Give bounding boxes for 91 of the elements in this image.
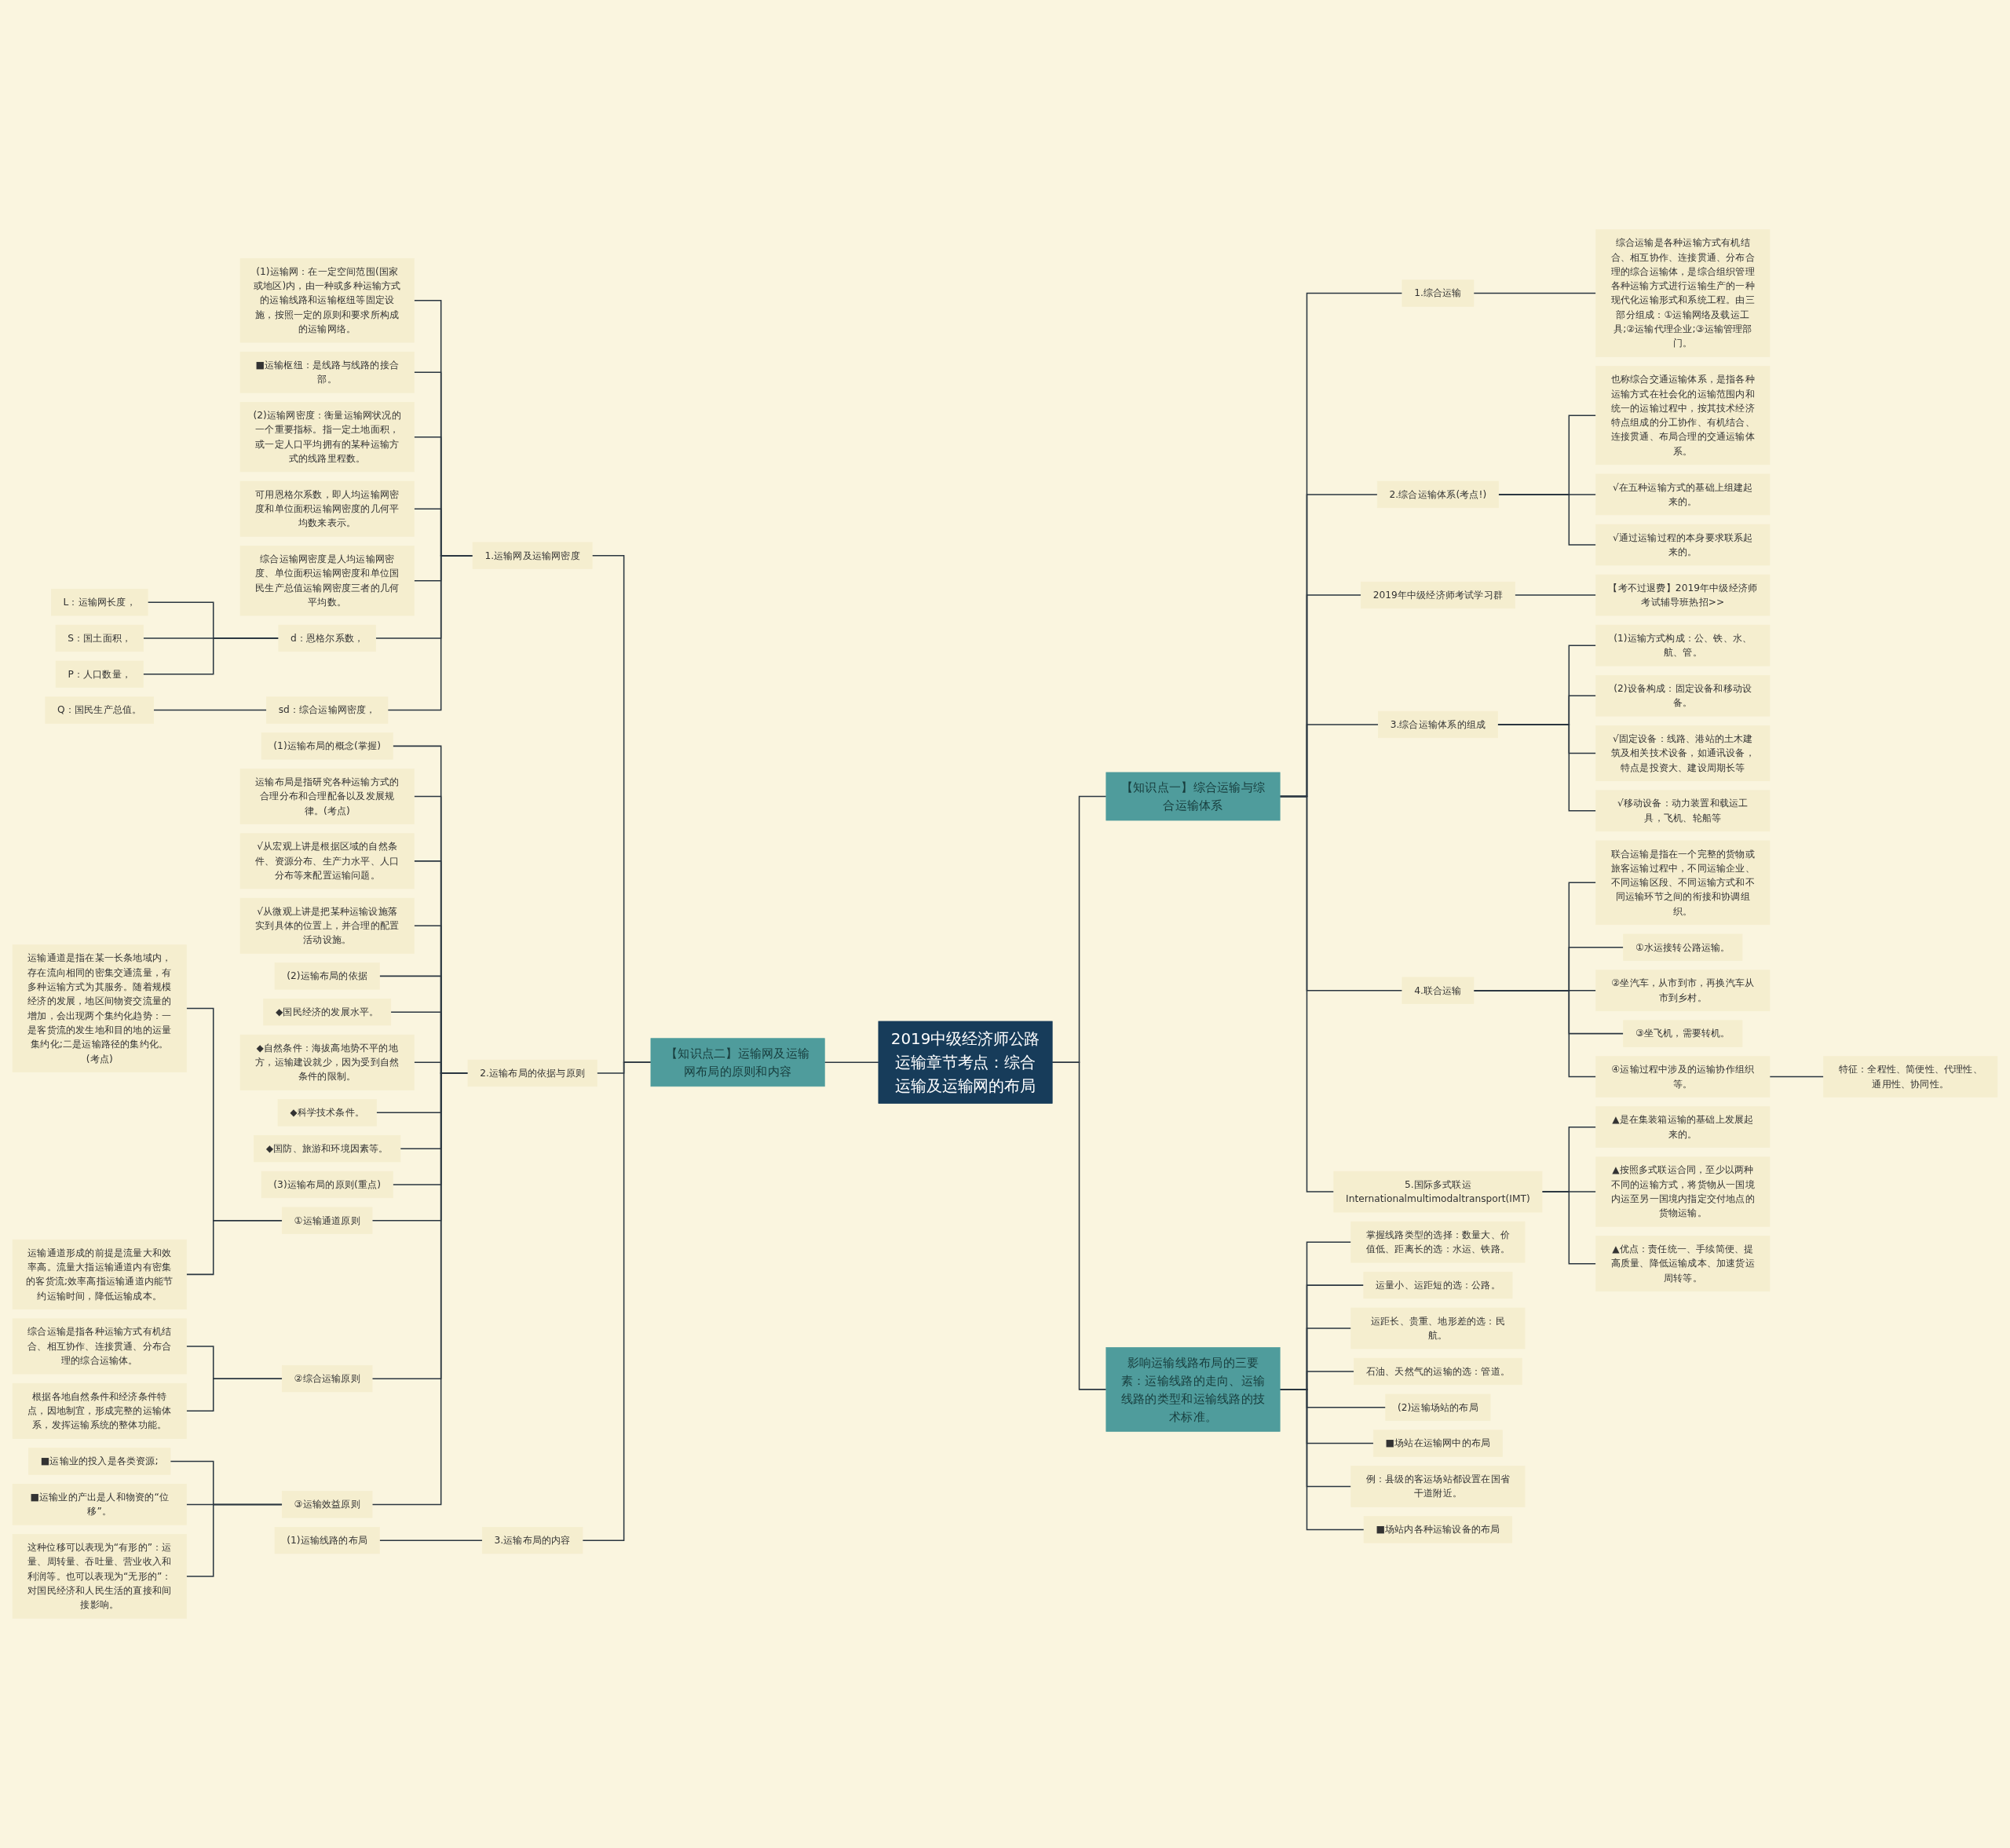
node-box: 2019年中级经济师考试学习群 [1361, 581, 1515, 609]
node-box: 特征：全程性、简便性、代理性、通用性、协同性。 [1823, 1056, 1998, 1097]
node-box: ◆国防、旅游和环境因素等。 [254, 1134, 401, 1163]
node-box: ▲优点：责任统一、手续简便、提高质量、降低运输成本、加速货运周转等。 [1595, 1236, 1771, 1292]
node-box: 2.运输布局的依据与原则 [467, 1059, 598, 1087]
connector [582, 1061, 652, 1541]
node-box: 根据各地自然条件和经济条件特点，因地制宜，形成完整的运输体系，发挥运输系统的整体功能。 [12, 1382, 187, 1439]
node-box: ③坐飞机，需要转机。 [1623, 1020, 1743, 1047]
node-box: 石油、天然气的运输的选：管道。 [1354, 1357, 1522, 1386]
node-box: Q：国民生产总值。 [45, 696, 155, 724]
connector [185, 1378, 283, 1412]
connector [185, 1219, 283, 1276]
node-box: √移动设备：动力装置和载运工具，飞机、轮船等 [1595, 790, 1771, 832]
node-box: d：恩格尔系数， [278, 624, 376, 652]
connector [1051, 1061, 1107, 1390]
connector [185, 1503, 283, 1577]
node-box: ①运输通道原则 [281, 1207, 373, 1234]
node-box: 可用恩格尔系数，即人均运输网密度和单位面积运输网密度的几何平均数来表示。 [239, 480, 415, 537]
node-box: 5.国际多式联运Internationalmultimodaltransport(IMT) [1333, 1171, 1543, 1213]
connector [1473, 989, 1597, 1078]
node-box: 3.运输布局的内容 [481, 1527, 583, 1554]
node-box: √通过运输过程的本身要求联系起来的。 [1595, 524, 1771, 566]
node-box: ◆自然条件：海拔高地势不平的地方，运输建设就少，因为受到自然条件的限制。 [239, 1034, 415, 1090]
connector [1514, 594, 1597, 596]
node-box: 运输通道形成的前提是流量大和效率高。流量大指运输通道内有密集的客货流;效率高指运输通道内能节约运输时间，降低运输成本。 [12, 1239, 187, 1310]
node-box: 这种位移可以表现为“有形的”：运量、周转量、吞吐量、营业收入和利润等。也可以表现为“无形的”：对国民经济和人民生活的直接和间接影响。 [12, 1534, 187, 1619]
node-box: 运量小、运距短的选：公路。 [1363, 1271, 1513, 1299]
node-box: L：运输网长度， [50, 589, 148, 616]
node-box: 2019中级经济师公路运输章节考点：综合运输及运输网的布局 [878, 1021, 1053, 1104]
node-box: 1.运输网及运输网密度 [472, 542, 593, 569]
connector [1279, 795, 1335, 1192]
node-box: ■运输枢纽：是线路与线路的接合部。 [239, 351, 415, 393]
node-box: ④运输过程中涉及的运输协作组织等。 [1595, 1056, 1771, 1097]
node-box: 【考不过退费】2019年中级经济师考试辅导班热招>> [1595, 574, 1771, 616]
connector [1497, 724, 1597, 812]
node-box: 4.联合运输 [1402, 977, 1475, 1004]
node-box: ◆国民经济的发展水平。 [263, 999, 392, 1026]
node-box: sd：综合运输网密度， [266, 696, 389, 724]
connector [1279, 1389, 1365, 1531]
node-box: 例：县级的客运场站都设置在国省干道附近。 [1350, 1466, 1526, 1507]
node-box: (2)运输场站的布局 [1385, 1393, 1491, 1421]
node-box: (1)运输方式构成：公、铁、水、航、管。 [1595, 624, 1771, 667]
node-box: √在五种运输方式的基础上组建起来的。 [1595, 473, 1771, 516]
node-box: P：人口数量， [55, 660, 144, 688]
connector [371, 1072, 469, 1506]
node-box: (2)设备构成：固定设备和移动设备。 [1595, 674, 1771, 717]
node-box: ■场站内各种运输设备的布局 [1363, 1516, 1513, 1543]
connector [387, 554, 473, 711]
connector [1473, 292, 1597, 294]
connector [378, 1539, 484, 1541]
node-box: √从微观上讲是把某种运输设施落实到具体的位置上，并合理的配置活动设施。 [239, 897, 415, 954]
connector [824, 1061, 879, 1064]
node-box: (3)运输布局的原则(重点) [261, 1171, 393, 1199]
node-box: ■运输业的产出是人和物资的“位移”。 [12, 1484, 187, 1525]
node-box: ③运输效益原则 [281, 1491, 373, 1518]
node-box: (1)运输布局的概念(掌握) [261, 732, 393, 760]
node-box: 掌握线路类型的选择：数量大、价值低、距离长的选：水运、铁路。 [1350, 1221, 1526, 1263]
node-box: √从宏观上讲是根据区域的自然条件、资源分布、生产力水平、人口分布等来配置运输问题。 [239, 833, 415, 889]
node-box: ▲按照多式联运合同，至少以两种不同的运输方式，将货物从一国境内运至另一国境内指定交付地点的货物运输。 [1595, 1156, 1771, 1227]
node-box: 运距长、贵重、地形差的选：民航。 [1350, 1307, 1526, 1349]
connector [152, 709, 268, 711]
node-box: ■运输业的投入是各类资源; [28, 1448, 171, 1475]
node-box: 2.综合运输体系(考点!) [1376, 480, 1499, 509]
node-box: 【知识点一】综合运输与综合运输体系 [1106, 772, 1281, 821]
connector [142, 637, 280, 675]
node-box: 3.综合运输体系的组成 [1378, 710, 1498, 739]
connector [1497, 494, 1597, 546]
node-box: √固定设备：线路、港站的土木建筑及相关技术设备，如通讯设备，特点是投资大、建设周期长等 [1595, 725, 1771, 781]
node-box: (1)运输网：在一定空间范围(国家或地区)内，由一种或多种运输方式的运输线路和运输枢纽等固定设施，按照一定的原则和要求所构成的运输网络。 [239, 257, 415, 343]
node-box: ②坐汽车，从市到市，再换汽车从市到乡村。 [1595, 970, 1771, 1012]
connector [1769, 1076, 1825, 1078]
node-box: ▲是在集装箱运输的基础上发展起来的。 [1595, 1106, 1771, 1148]
node-box: 综合运输是指各种运输方式有机结合、相互协作、连接贯通、分布合理的综合运输体。 [12, 1318, 187, 1375]
node-box: 运输布局是指研究各种运输方式的合理分布和合理配备以及发展规律。(考点) [239, 769, 415, 824]
node-box: (2)运输网密度：衡量运输网状况的一个重要指标。指一定土地面积，或一定人口平均拥有的某种运输方式的线路里程数。 [239, 402, 415, 473]
node-box: ■场站在运输网中的布局 [1372, 1430, 1503, 1457]
node-box: 运输通道是指在某一长条地域内，存在流向相同的密集交通流量，有多种运输方式为其服务。随着规模经济的发展，地区间物资交流量的增加，会出现两个集约化趋势：一是客货流的发生地和目的地的运量集约化;二是运输路径的集约化。(考点) [12, 944, 187, 1072]
node-box: 也称综合交通运输体系，是指各种运输方式在社会化的运输范围内和统一的运输过程中，按其技术经济特点组成的分工协作、有机结合、连接贯通、布局合理的交通运输体系。 [1595, 366, 1771, 466]
node-box: 综合运输网密度是人均运输网密度、单位面积运输网密度和单位国民生产总值运输网密度三者的几何平均数。 [239, 546, 415, 616]
connector [1541, 1191, 1597, 1265]
node-box: 综合运输是各种运输方式有机结合、相互协作、连接贯通、分布合理的综合运输体，是综合组织管理各种运输方式进行运输生产的一种现代化运输形式和系统工程。由三部分组成：①运输网络及载运工具;②运输代理企业;③运输管理部门。 [1595, 229, 1771, 357]
node-box: (1)运输线路的布局 [274, 1527, 380, 1554]
node-box: S：国土面积， [55, 624, 144, 652]
node-box: ◆科学技术条件。 [277, 1099, 377, 1127]
node-box: 1.综合运输 [1402, 279, 1475, 307]
node-box: ②综合运输原则 [281, 1364, 373, 1393]
node-box: 联合运输是指在一个完整的货物或旅客运输过程中，不同运输企业、不同运输区段、不同运输方式和不同运输环节之间的衔接和协调组织。 [1595, 840, 1771, 926]
node-box: ①水运接转公路运输。 [1623, 933, 1743, 961]
node-box: (2)运输布局的依据 [274, 962, 380, 990]
node-box: 影响运输线路布局的三要素：运输线路的走向、运输线路的类型和运输线路的技术标准。 [1106, 1347, 1281, 1432]
node-box: 【知识点二】运输网及运输网布局的原则和内容 [650, 1038, 825, 1087]
